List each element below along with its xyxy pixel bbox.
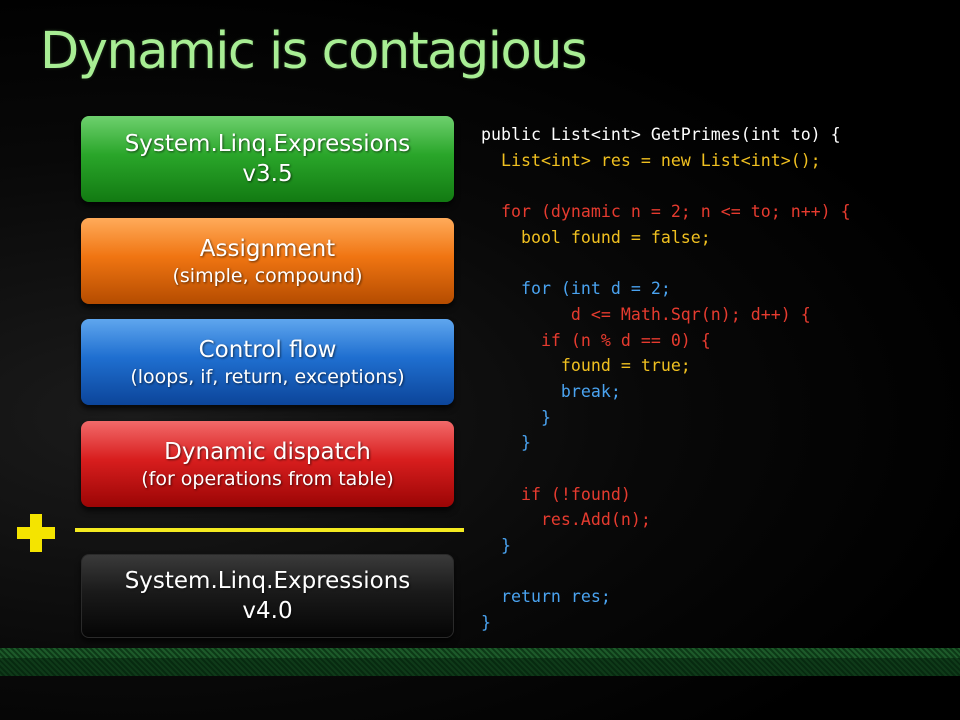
code-line-19: return res; <box>481 587 611 607</box>
footer-band-lower <box>0 658 960 676</box>
box-linq-v40: System.Linq.Expressions v4.0 <box>81 554 454 638</box>
code-block: public List<int> GetPrimes(int to) { Lis… <box>481 122 851 636</box>
code-line-05: bool found = false; <box>481 227 711 247</box>
footer-band <box>0 648 960 658</box>
slide-title: Dynamic is contagious <box>40 22 588 81</box>
code-line: } <box>481 430 851 456</box>
box-dynamic-dispatch-label: Dynamic dispatch <box>164 439 371 465</box>
code-line: return res; <box>481 584 851 610</box>
code-line-13: } <box>481 433 531 453</box>
box-assignment-label: Assignment <box>199 236 336 262</box>
code-line-08: d <= Math.Sqr(n); d++) { <box>481 304 811 324</box>
box-linq-v35-version: v3.5 <box>242 161 293 187</box>
code-line-15: if (!found) <box>481 484 631 504</box>
code-line: } <box>481 405 851 431</box>
code-line: d <= Math.Sqr(n); d++) { <box>481 302 851 328</box>
box-linq-v35: System.Linq.Expressions v3.5 <box>81 116 454 202</box>
code-line-09: if (n % d == 0) { <box>481 330 711 350</box>
code-line-07: for (int d = 2; <box>481 279 671 299</box>
code-line <box>481 173 851 199</box>
code-line: for (int d = 2; <box>481 276 851 302</box>
box-assignment: Assignment (simple, compound) <box>81 218 454 304</box>
code-line <box>481 559 851 585</box>
box-dynamic-dispatch: Dynamic dispatch (for operations from ta… <box>81 421 454 507</box>
code-line: found = true; <box>481 353 851 379</box>
box-assignment-detail: (simple, compound) <box>172 265 363 287</box>
box-linq-v40-version: v4.0 <box>242 598 293 624</box>
code-line: List<int> res = new List<int>(); <box>481 148 851 174</box>
code-line-01: public List<int> GetPrimes(int to) { <box>481 125 841 144</box>
box-linq-v40-label: System.Linq.Expressions <box>124 568 411 594</box>
code-line-20: } <box>481 613 491 633</box>
code-line: if (!found) <box>481 482 851 508</box>
code-line <box>481 456 851 482</box>
code-line-10: found = true; <box>481 356 691 376</box>
code-line: res.Add(n); <box>481 507 851 533</box>
box-control-flow-detail: (loops, if, return, exceptions) <box>130 366 405 388</box>
box-linq-v35-label: System.Linq.Expressions <box>124 131 411 157</box>
plus-icon <box>17 514 55 552</box>
code-line <box>481 250 851 276</box>
code-line: break; <box>481 379 851 405</box>
code-line: } <box>481 610 851 636</box>
sum-divider <box>75 528 464 532</box>
code-line-16: res.Add(n); <box>481 510 651 530</box>
code-line: bool found = false; <box>481 225 851 251</box>
code-line: if (n % d == 0) { <box>481 328 851 354</box>
box-control-flow-label: Control flow <box>198 337 337 363</box>
box-control-flow: Control flow (loops, if, return, excepti… <box>81 319 454 405</box>
code-line-11: break; <box>481 381 621 401</box>
code-line-02: List<int> res = new List<int>(); <box>481 150 821 170</box>
code-line-17: } <box>481 536 511 555</box>
code-line: for (dynamic n = 2; n <= to; n++) { <box>481 199 851 225</box>
code-line: } <box>481 533 851 559</box>
code-line-12: } <box>481 407 551 427</box>
code-line-04: for (dynamic n = 2; n <= to; n++) { <box>481 202 851 222</box>
code-line: public List<int> GetPrimes(int to) { <box>481 122 851 148</box>
box-dynamic-dispatch-detail: (for operations from table) <box>141 468 394 490</box>
plus-icon-vertical <box>30 514 42 552</box>
